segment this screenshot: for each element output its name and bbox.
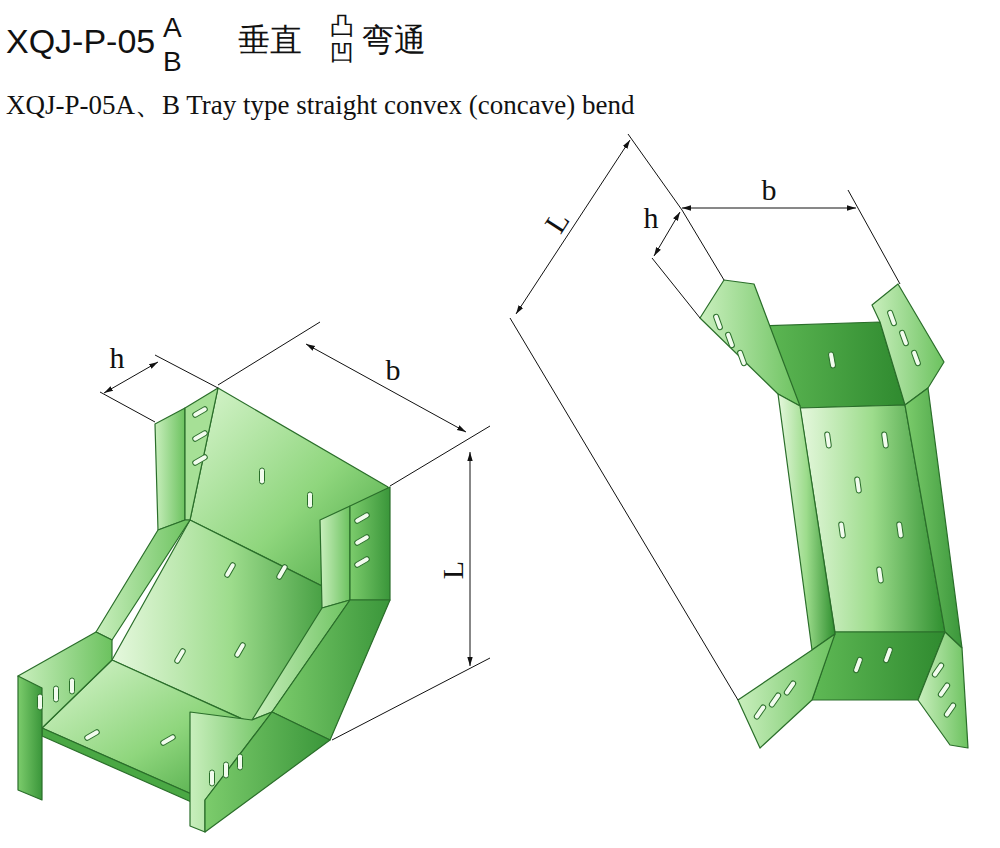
slot <box>354 556 370 568</box>
slot <box>224 762 229 778</box>
dimension-arrow <box>470 452 471 666</box>
slot <box>937 682 950 698</box>
slot <box>943 702 956 718</box>
extension-line <box>510 318 738 700</box>
tray-wall <box>155 408 185 530</box>
dimension-label: b <box>761 175 778 205</box>
tray-wall <box>205 712 330 832</box>
slot <box>84 729 100 741</box>
slot <box>911 350 921 367</box>
slot <box>234 642 246 658</box>
slot <box>354 512 370 524</box>
variant-letter: B <box>163 48 182 76</box>
slot <box>896 522 903 539</box>
concave-bend <box>18 388 390 832</box>
bend-symbol: 凹 <box>330 42 354 66</box>
extension-line <box>155 355 218 388</box>
dimension-label: b <box>385 355 402 385</box>
slot <box>38 694 43 710</box>
slot <box>768 692 781 708</box>
extension-line <box>100 392 155 422</box>
tray-wall <box>185 388 218 520</box>
slot <box>899 330 909 347</box>
dimension-lines <box>100 322 490 740</box>
convex-bend <box>700 280 968 748</box>
slot-holes <box>713 310 957 720</box>
slot <box>238 754 243 770</box>
bend-symbol: 凸 <box>330 14 354 38</box>
model-code: XQJ-P-05 <box>6 24 155 58</box>
variant-letter: A <box>163 14 182 42</box>
extension-line <box>652 258 700 318</box>
dimension-label: L <box>438 560 468 580</box>
slot <box>192 430 208 442</box>
slot <box>174 648 186 664</box>
slot <box>854 477 861 494</box>
dimension-arrow <box>306 344 466 432</box>
slot <box>876 567 883 584</box>
tray-wall <box>320 506 350 608</box>
slot <box>192 454 208 466</box>
dimension-arrow <box>516 140 630 314</box>
slot <box>881 432 888 449</box>
slot <box>931 662 944 678</box>
slot <box>824 432 831 449</box>
dimension-arrow <box>682 208 856 209</box>
tray-wall <box>905 388 962 648</box>
slot <box>354 534 370 546</box>
slot <box>853 657 863 674</box>
slot <box>70 678 75 694</box>
dimension-label: L <box>539 205 575 238</box>
tray-wall <box>18 676 42 800</box>
tray-wall <box>350 487 390 600</box>
product-name: 垂直 <box>238 24 302 56</box>
slot <box>160 734 176 746</box>
slot <box>828 352 836 369</box>
slot <box>308 492 313 508</box>
extension-line <box>332 658 490 740</box>
tray-wall <box>918 632 968 748</box>
tray-wall <box>96 520 190 640</box>
slot <box>783 680 796 696</box>
tray-wall <box>778 394 835 650</box>
slot <box>192 406 208 418</box>
slot <box>260 468 265 484</box>
slot <box>276 564 288 580</box>
extension-line <box>218 322 320 385</box>
dimension-label: h <box>109 343 126 373</box>
slot-holes <box>38 406 371 786</box>
extension-line <box>682 210 724 280</box>
slot <box>725 332 735 349</box>
extension-line <box>628 134 682 210</box>
slot <box>54 686 59 702</box>
tray-wall <box>872 284 944 405</box>
tray-edge <box>42 728 205 808</box>
subtitle: XQJ-P-05A、B Tray type straight convex (c… <box>6 92 634 119</box>
tray-wall <box>738 634 835 748</box>
slot <box>737 350 747 367</box>
slot <box>838 522 845 539</box>
slot <box>713 314 723 331</box>
slot <box>883 647 893 664</box>
slot <box>224 562 236 578</box>
product-name: 弯通 <box>362 24 426 56</box>
tray-wall <box>700 280 800 406</box>
dimension-label: h <box>643 203 660 233</box>
slot <box>210 770 215 786</box>
slot <box>753 704 766 720</box>
extension-line <box>390 426 490 486</box>
extension-line <box>848 190 900 284</box>
dimension-lines <box>510 134 900 700</box>
slot <box>887 310 897 327</box>
